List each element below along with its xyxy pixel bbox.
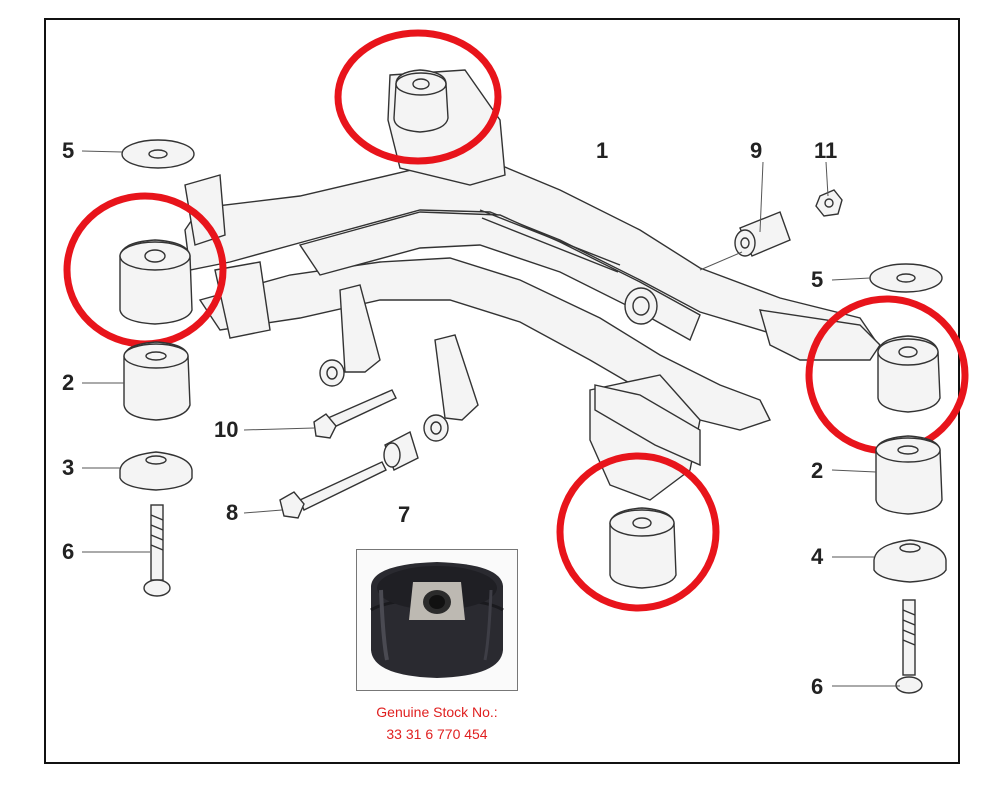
callout-6-left: 6 <box>62 539 75 564</box>
callout-3: 3 <box>62 455 75 480</box>
stop-plate-4 <box>873 539 947 583</box>
caption-stock-number: 33 31 6 770 454 <box>386 726 488 742</box>
callout-2-left: 2 <box>62 370 75 395</box>
bushing-photo <box>370 562 504 678</box>
bolt-6-left <box>143 504 171 597</box>
caption-line-1: Genuine Stock No.: <box>376 704 498 720</box>
bushing-2-left <box>123 341 191 421</box>
diagram-frame <box>44 18 960 764</box>
leader-lines <box>81 150 900 687</box>
callout-10: 10 <box>214 417 239 442</box>
callout-5-left: 5 <box>62 138 75 163</box>
highlight-circle-top <box>334 29 502 165</box>
bolt-8 <box>279 461 387 519</box>
mount-bushing-top <box>393 69 449 133</box>
mount-bushing-left <box>119 239 193 325</box>
rear-subframe <box>184 69 881 501</box>
callout-4: 4 <box>811 544 824 569</box>
bolt-6-right <box>895 599 923 694</box>
callout-11: 11 <box>814 138 838 163</box>
callout-6-right: 6 <box>811 674 824 699</box>
washer-5-right <box>869 263 943 293</box>
mount-bushing-bottom <box>609 507 677 589</box>
callout-8: 8 <box>226 500 239 525</box>
bushing-photo-inset <box>356 549 518 691</box>
callout-9: 9 <box>750 138 763 163</box>
bolt-10 <box>313 389 397 439</box>
highlight-circle-bottom <box>556 452 720 612</box>
callout-5-right: 5 <box>811 267 824 292</box>
callout-1: 1 <box>596 138 609 163</box>
bushing-7 <box>383 430 419 471</box>
callout-7: 7 <box>398 502 411 527</box>
callout-2-right: 2 <box>811 458 824 483</box>
washer-5-left <box>121 139 195 169</box>
bushing-2-right <box>875 435 943 515</box>
bushing-9 <box>734 211 791 257</box>
stop-plate-3 <box>119 451 193 491</box>
nut-11 <box>815 189 843 217</box>
mount-bushing-right <box>877 335 941 413</box>
